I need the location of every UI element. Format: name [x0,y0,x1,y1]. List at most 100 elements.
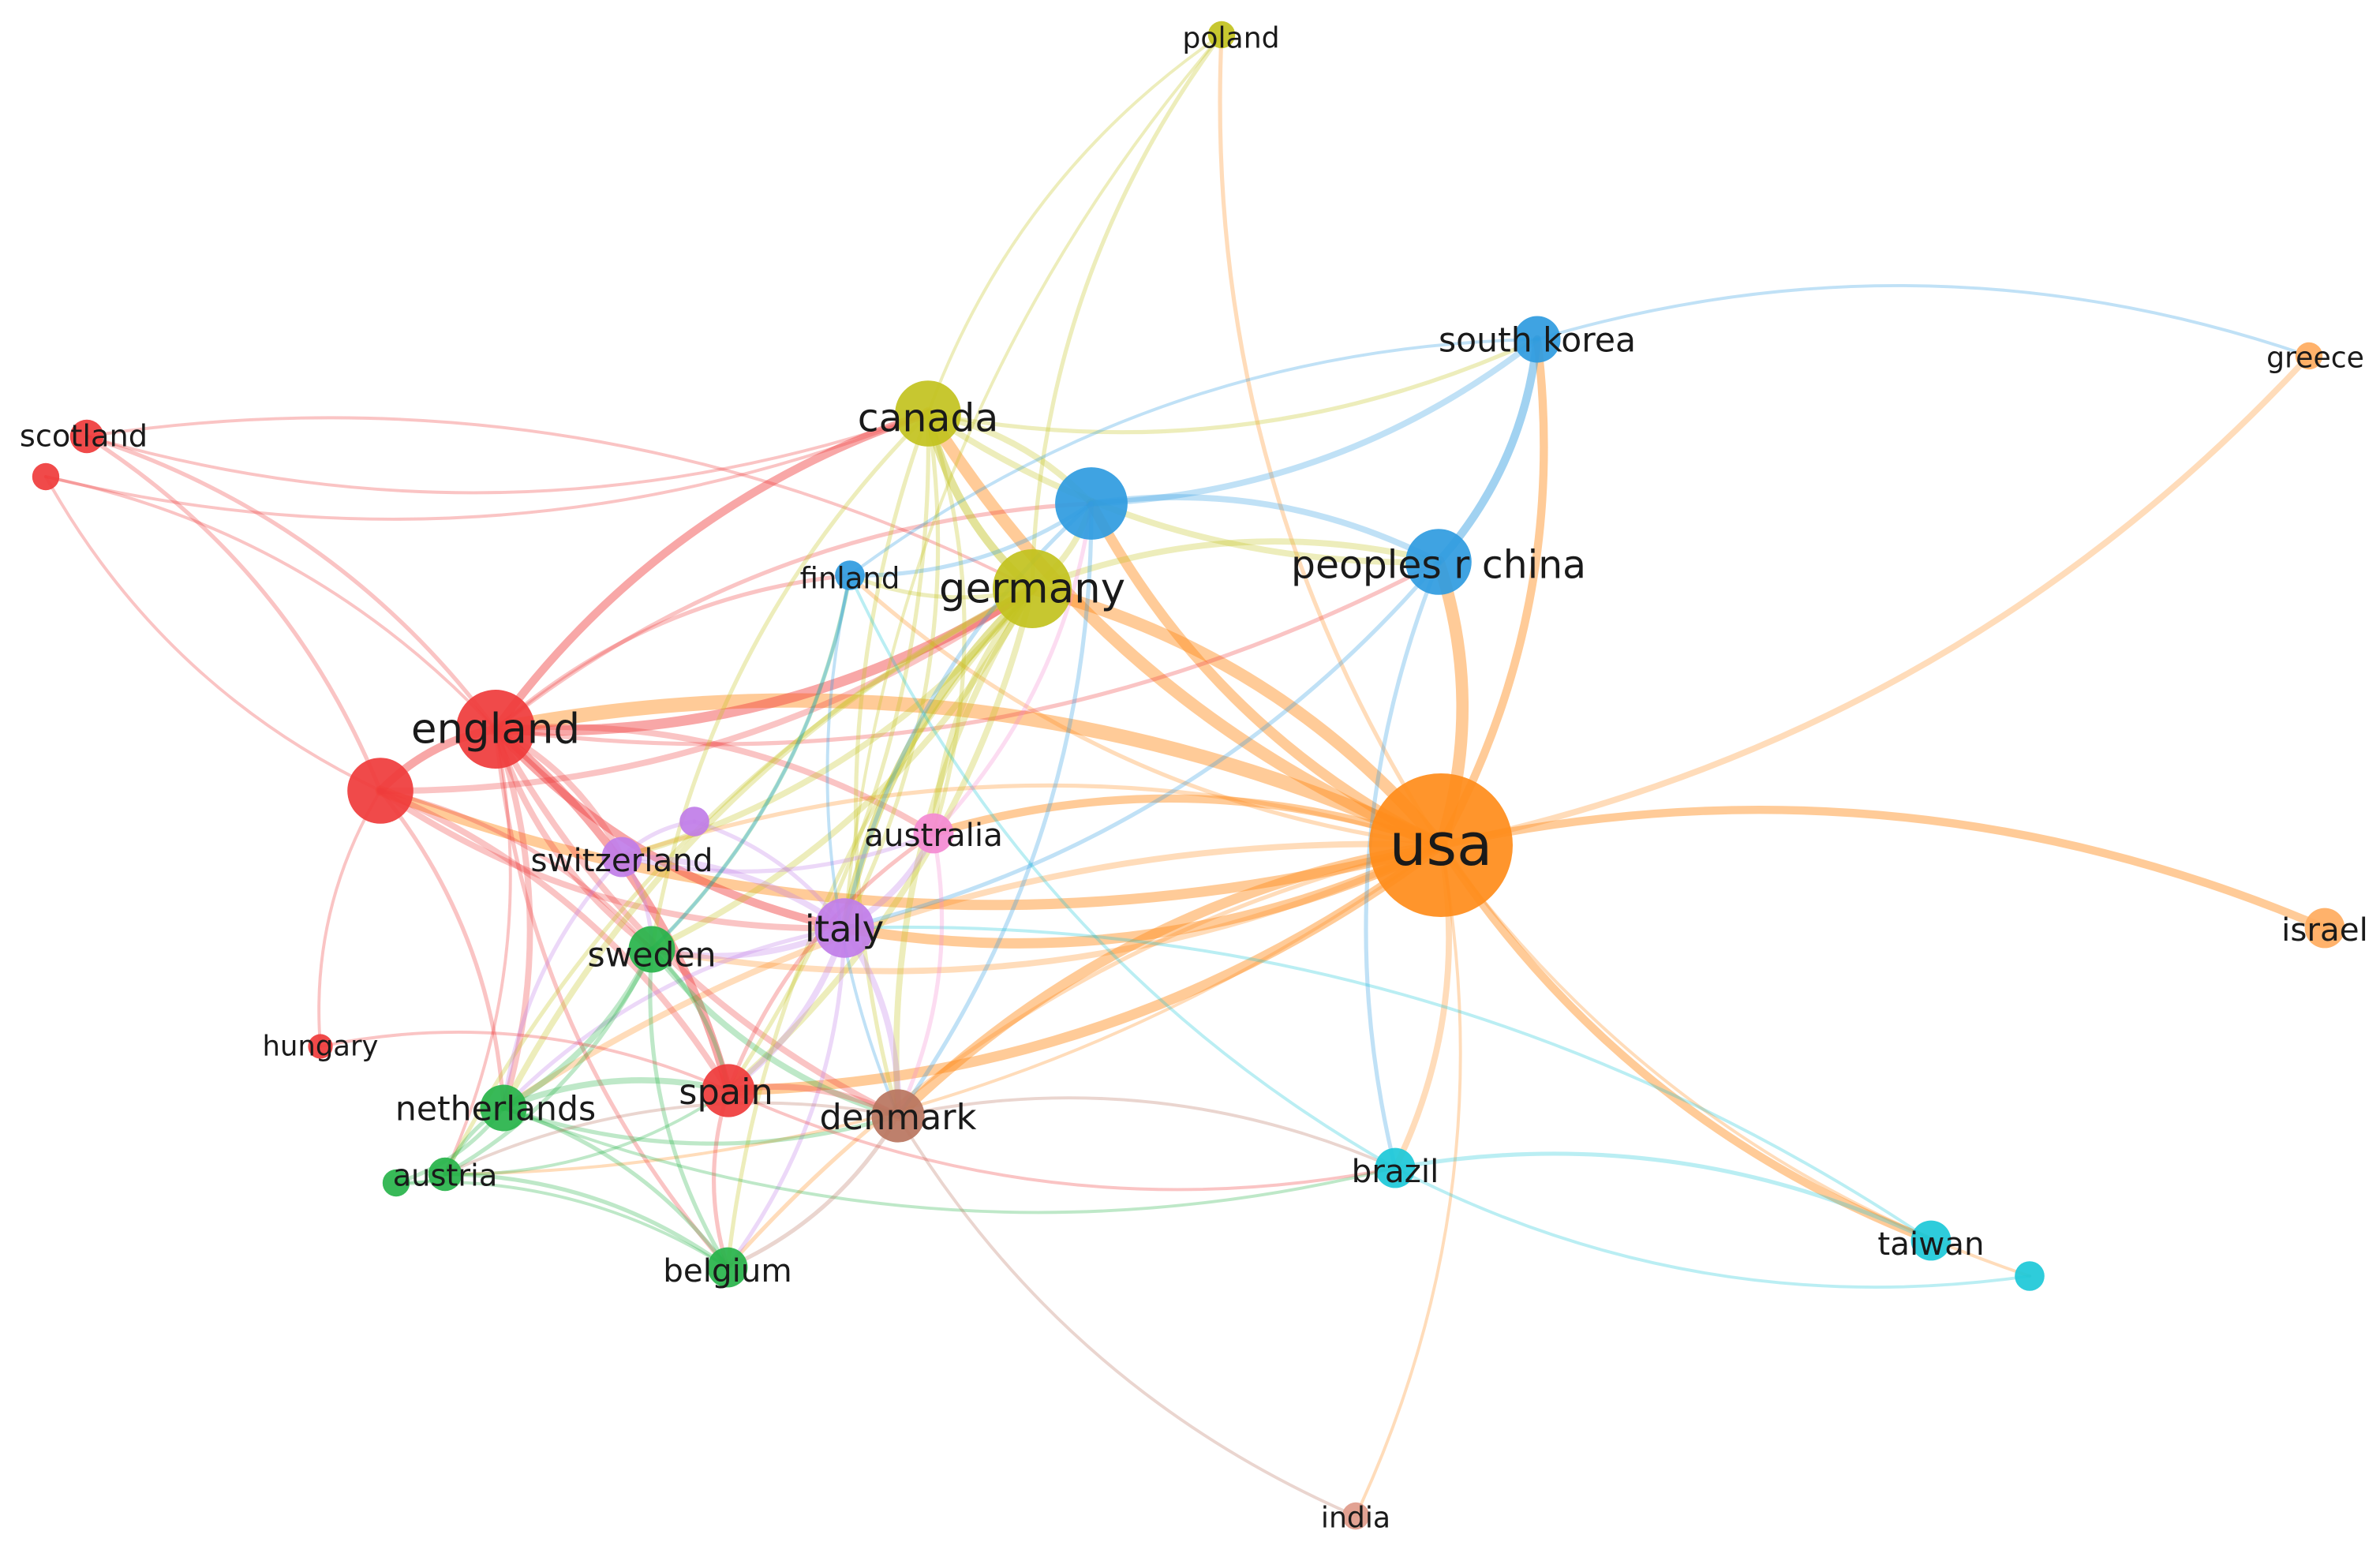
link-netherlands-denmark [501,1106,900,1146]
node-netherlands[interactable] [480,1084,527,1132]
country-labels: usaenglandscotlandspainhungarycanadagerm… [20,21,2368,1535]
link-australia-denmark [896,831,945,1118]
label-germany: germany [939,565,1125,613]
node-austria[interactable] [428,1157,462,1192]
link-poland-italy [843,33,1223,930]
node-spain[interactable] [702,1064,755,1117]
label-india: india [1321,1501,1390,1535]
link-canada-south-korea [926,337,1540,435]
label-poland: poland [1182,21,1279,55]
link-germany-poland [1030,32,1224,591]
label-peoples-r-china: peoples r china [1291,543,1586,588]
link-england-belgium [493,727,730,1270]
label-israel: israel [2281,911,2368,949]
node-scotland-b[interactable] [32,462,60,491]
node-south-korea[interactable] [1514,316,1561,363]
label-netherlands: netherlands [395,1091,596,1129]
node-china-b[interactable] [1055,467,1128,540]
label-hungary: hungary [263,1031,379,1063]
node-denmark[interactable] [871,1089,925,1143]
link-england-canada [491,409,933,734]
node-poland[interactable] [1207,21,1236,49]
link-spain-brazil [727,1089,1397,1192]
link-austria-spain [443,1089,730,1177]
link-finland-sweden [650,574,851,951]
link-usa-israel [1436,806,2329,933]
node-taiwan[interactable] [1910,1220,1952,1261]
node-usa[interactable] [1369,773,1513,917]
label-sweden: sweden [587,937,716,975]
link-england-austria [443,728,512,1176]
link-netherlands-spain [500,1076,732,1111]
link-germany-peoples-r-china [1029,538,1442,592]
link-taiwan-italy [843,925,1933,1242]
link-south-korea-greece [1536,283,2311,357]
link-canada-peoples-r-china [925,410,1442,566]
node-australia[interactable] [913,813,954,854]
link-sweden-belgium [648,947,730,1270]
node-austria-b[interactable] [382,1169,410,1197]
link-usa-spain [723,840,1446,1096]
link-canada-sweden [649,411,930,952]
link-sweden-finland [649,573,852,952]
label-taiwan: taiwan [1877,1225,1984,1263]
link-italy-belgium [725,926,847,1270]
link-denmark-belgium [725,1113,900,1270]
link-usa-greece [1438,353,2312,848]
label-spain: spain [679,1072,773,1113]
link-austria-belgium [443,1172,730,1270]
link-usa-canada [922,407,1447,851]
country-nodes [32,21,2345,1530]
label-austria: austria [393,1158,498,1194]
node-israel[interactable] [2304,908,2345,949]
node-brazil[interactable] [1375,1147,1416,1188]
link-england-germany [490,583,1038,736]
link-italy-netherlands [501,926,847,1110]
link-peoples-r-china-italy [842,560,1441,930]
node-scotland[interactable] [69,419,104,454]
node-taiwan-b[interactable] [2015,1261,2045,1291]
label-south-korea: south korea [1439,322,1636,361]
link-usa-netherlands [500,840,1444,1111]
node-sweden[interactable] [628,926,675,973]
node-england[interactable] [456,690,535,769]
link-usa-taiwan-b [1439,844,2031,1278]
node-swiss-b[interactable] [679,807,709,837]
link-sweden-denmark [649,946,901,1119]
link-england-italy [491,724,849,933]
label-scotland: scotland [20,419,148,455]
link-denmark-austria [443,1101,900,1176]
link-usa-england-b [375,785,1446,911]
link-switzerland-australia [619,831,936,874]
node-finland[interactable] [835,560,865,590]
link-spain-australia [726,831,936,1093]
link-england-china-b [493,501,1094,732]
node-switzerland[interactable] [601,837,642,878]
link-germany-belgium [725,586,1035,1270]
link-usa-belgium [725,843,1443,1270]
link-australia-china-b [931,501,1094,836]
link-brazil-taiwan [1393,1151,1933,1243]
node-canada[interactable] [895,380,961,447]
link-scotland-b-england [44,475,497,731]
node-italy[interactable] [814,898,874,958]
link-sweden-austria [443,947,654,1177]
node-greece[interactable] [2295,342,2323,370]
link-canada-australia [926,411,967,836]
label-canada: canada [858,396,998,441]
node-hungary[interactable] [308,1034,333,1059]
node-england-b[interactable] [347,758,414,824]
node-india[interactable] [1342,1502,1370,1530]
link-switzerland-netherlands [501,855,624,1110]
node-peoples-r-china[interactable] [1405,529,1472,595]
link-germany-spain [725,586,1035,1094]
link-china-b-south-korea [1088,336,1540,507]
link-usa-finland [848,573,1443,848]
link-england-finland [493,573,852,732]
link-scotland-germany [85,416,1034,590]
link-usa-switzerland [619,783,1443,859]
node-germany[interactable] [993,549,1072,628]
node-belgium[interactable] [707,1247,748,1288]
label-australia: australia [864,816,1003,854]
